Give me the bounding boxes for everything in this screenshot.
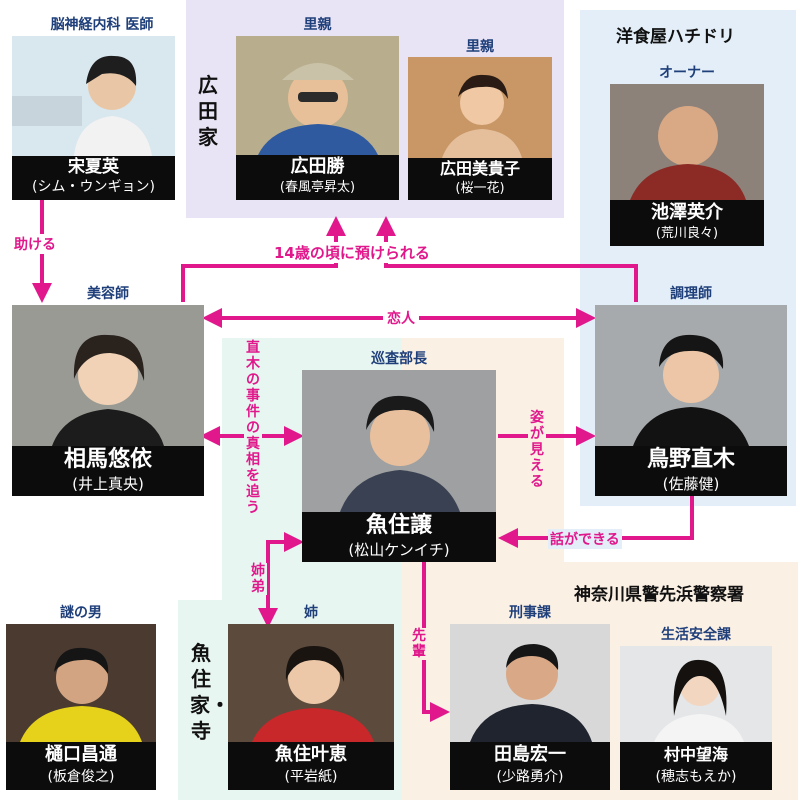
portrait-photo (6, 624, 156, 742)
arrow-siblings (258, 532, 304, 628)
nameplate: 魚住叶恵 (平岩紙) (228, 742, 394, 790)
portrait-photo (620, 646, 772, 742)
person-name: 相馬悠依 (63, 447, 152, 472)
label-lovers: 恋人 (383, 308, 419, 328)
role-label: 調理師 (670, 286, 712, 302)
person-name: 樋口昌通 (45, 744, 117, 765)
label-truth: 直木の事件の真相を追う (244, 340, 262, 516)
person-silhouette-icon (340, 395, 460, 512)
portrait-photo (228, 624, 394, 742)
person-name: 田島宏一 (494, 744, 566, 765)
hachidori-label: 洋食屋ハチドリ (616, 27, 735, 47)
actor-name: (穂志もえか) (655, 769, 737, 785)
portrait-photo (236, 36, 399, 155)
nameplate: 宋夏英 (シム・ウンギョン) (12, 156, 175, 200)
person-name: 宋夏英 (68, 157, 119, 177)
portrait-photo (408, 57, 552, 158)
person-name: 魚住叶恵 (275, 744, 347, 765)
person-silhouette-icon (12, 55, 152, 156)
portrait-photo (595, 305, 787, 446)
person-name: 村中望海 (663, 745, 728, 764)
arrow-senior (422, 560, 450, 722)
actor-name: (桜一花) (455, 181, 505, 196)
actor-name: (荒川良々) (655, 226, 719, 241)
role-label: 里親 (466, 39, 494, 55)
person-silhouette-icon (470, 644, 592, 742)
person-silhouette-icon (442, 74, 522, 158)
nameplate: 田島宏一 (少路勇介) (450, 742, 610, 790)
actor-name: (佐藤健) (662, 475, 720, 493)
role-label: 巡査部長 (371, 351, 427, 367)
person-name: 池澤英介 (651, 202, 723, 223)
police-station-label: 神奈川県警先浜警察署 (574, 585, 744, 605)
portrait-photo (12, 36, 175, 156)
portrait-photo (450, 624, 610, 742)
person-name: 広田美貴子 (439, 159, 520, 178)
person-silhouette-icon (252, 646, 374, 742)
actor-name: (春風亭昇太) (279, 180, 356, 195)
actor-name: (シム・ウンギョン) (32, 179, 155, 195)
portrait-photo (610, 84, 764, 200)
nameplate: 池澤英介 (荒川良々) (610, 200, 764, 246)
portrait-photo (12, 305, 204, 446)
person-silhouette-icon (52, 334, 164, 446)
role-label: 美容師 (87, 286, 129, 302)
label-seen: 姿が見える (528, 410, 546, 490)
role-label: 刑事課 (509, 605, 551, 621)
role-label: 生活安全課 (661, 627, 731, 643)
hirota-family-label: 広田家 (198, 73, 218, 149)
person-silhouette-icon (654, 659, 744, 742)
person-silhouette-icon (630, 106, 746, 200)
actor-name: (板倉俊之) (47, 769, 115, 785)
label-siblings: 姉弟 (249, 563, 267, 595)
person-silhouette-icon (633, 334, 749, 446)
person-silhouette-icon (20, 647, 142, 742)
nameplate: 村中望海 (穂志もえか) (620, 742, 772, 790)
nameplate: 樋口昌通 (板倉俊之) (6, 742, 156, 790)
actor-name: (平岩紙) (284, 769, 338, 785)
role-label: 脳神経内科 医師 (50, 17, 154, 33)
person-name: 広田勝 (290, 156, 345, 177)
nameplate: 広田美貴子 (桜一花) (408, 158, 552, 200)
actor-name: (松山ケンイチ) (348, 541, 450, 559)
role-label: 姉 (304, 605, 318, 621)
nameplate: 相馬悠依 (井上真央) (12, 446, 204, 496)
person-name: 鳥野直木 (646, 447, 735, 472)
role-label: オーナー (659, 65, 715, 81)
label-age14: 14歳の頃に預けられる (270, 242, 434, 263)
nameplate: 広田勝 (春風亭昇太) (236, 155, 399, 200)
label-talk: 話ができる (548, 529, 622, 549)
actor-name: (井上真央) (72, 475, 144, 493)
nameplate: 鳥野直木 (佐藤健) (595, 446, 787, 496)
portrait-photo (302, 370, 496, 512)
role-label: 里親 (303, 17, 332, 33)
nameplate: 魚住譲 (松山ケンイチ) (302, 512, 496, 562)
person-silhouette-icon (258, 63, 378, 155)
label-helps: 助ける (12, 234, 58, 254)
label-senior: 先輩 (410, 628, 428, 660)
person-name: 魚住譲 (365, 513, 432, 538)
role-label: 謎の男 (60, 605, 102, 621)
actor-name: (少路勇介) (496, 769, 564, 785)
